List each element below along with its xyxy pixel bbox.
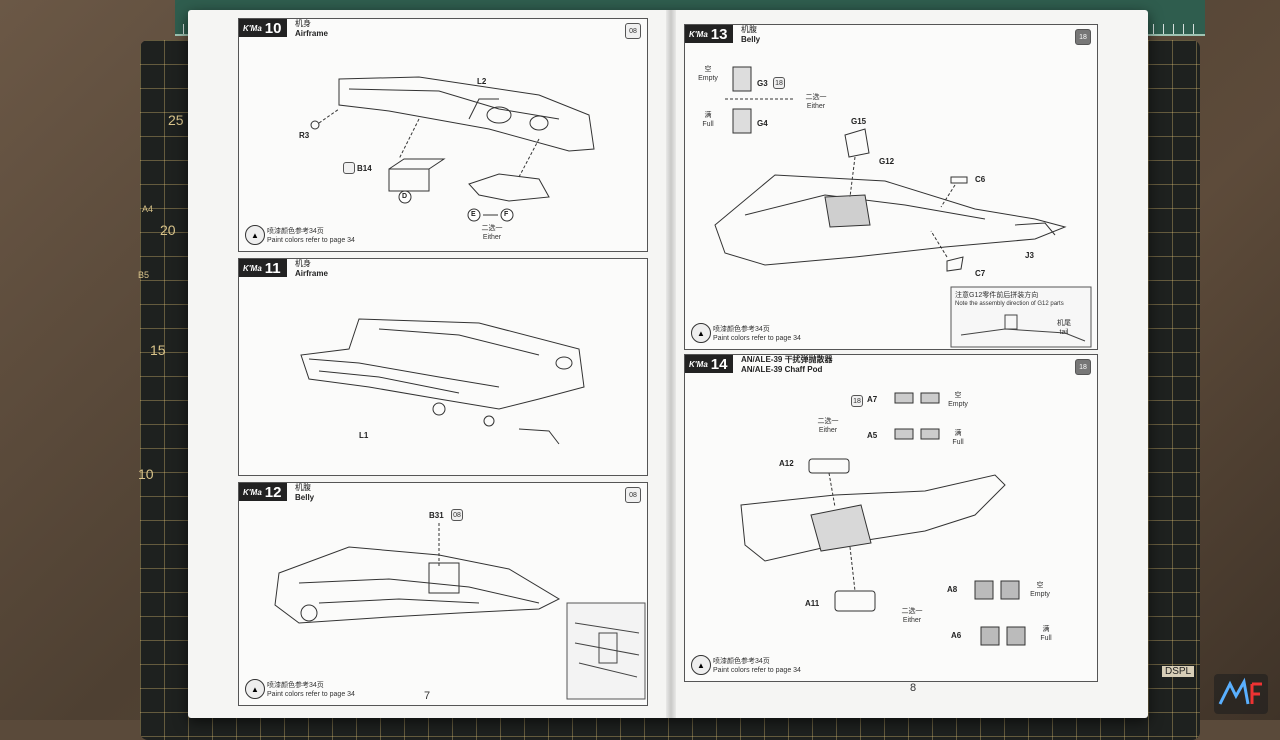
either-note: 二选一 Either xyxy=(805,94,827,110)
paint-icon: ▲ xyxy=(245,225,265,245)
mat-label: DSPL xyxy=(1162,666,1195,677)
belly-drawing xyxy=(274,523,646,700)
paint-note: 喷漆颜色参考34页 Paint colors refer to page 34 xyxy=(713,326,801,342)
mat-number: 10 xyxy=(138,466,154,482)
part-code-box: 18 xyxy=(851,395,863,407)
part-label: E xyxy=(471,211,476,218)
full-label: 满 Full xyxy=(952,430,964,446)
either-note: 二选一 Either xyxy=(901,608,923,624)
full-label: 满 Full xyxy=(702,112,714,128)
booklet-spine xyxy=(666,10,676,718)
empty-label: 空 Empty xyxy=(948,392,968,408)
part-label: R3 xyxy=(299,131,310,140)
belly-drawing xyxy=(714,66,1092,348)
mat-number: 15 xyxy=(150,342,166,358)
part-label: G3 xyxy=(757,79,768,88)
assembly-note: 注意G12零件前后拼装方向 Note the assembly directio… xyxy=(955,292,1064,307)
step-code: 08 xyxy=(625,487,641,503)
empty-label: 空 Empty xyxy=(698,66,718,82)
mat-number: 25 xyxy=(168,112,184,128)
full-label: 满 Full xyxy=(1040,626,1052,642)
mat-number: B5 xyxy=(138,270,150,280)
page-number: 7 xyxy=(424,690,431,702)
paint-icon: ▲ xyxy=(245,679,265,699)
part-label: A12 xyxy=(779,459,794,468)
part-label: B31 xyxy=(429,511,444,520)
part-label: D xyxy=(402,193,408,200)
mat-number: A4 xyxy=(142,204,154,214)
page-number: 8 xyxy=(910,682,917,694)
airframe-drawing xyxy=(300,318,585,445)
part-label: G4 xyxy=(757,119,768,128)
part-label: G12 xyxy=(879,157,895,166)
tail-label: 机尾 tail xyxy=(1057,320,1071,336)
step-code: 18 xyxy=(1075,359,1091,375)
part-label: J3 xyxy=(1025,251,1034,260)
part-code-box: 08 xyxy=(451,509,463,521)
part-label: B14 xyxy=(357,164,372,173)
paint-note: 喷漆颜色参考34页 Paint colors refer to page 34 xyxy=(713,658,801,674)
part-label: G15 xyxy=(851,117,867,126)
paint-note: 喷漆颜色参考34页 Paint colors refer to page 34 xyxy=(267,682,355,698)
part-label: A11 xyxy=(805,599,820,608)
airframe-drawing xyxy=(310,76,595,222)
part-code-box xyxy=(343,162,355,174)
step-code: 08 xyxy=(625,23,641,39)
step-title: AN/ALE-39 干扰弹抛散器 AN/ALE-39 Chaff Pod xyxy=(741,355,833,374)
either-note: 二选一 Either xyxy=(817,418,839,434)
mat-number: 20 xyxy=(160,222,176,238)
step-title: 机身 Airframe xyxy=(295,259,328,278)
part-label: F xyxy=(504,211,509,218)
part-label: L1 xyxy=(359,431,369,440)
either-note: 二选一 Either xyxy=(481,225,503,241)
step-title: 机腹 Belly xyxy=(741,25,761,44)
watermark-logo xyxy=(1214,674,1268,714)
part-label: A7 xyxy=(867,395,878,404)
step-code: 18 xyxy=(1075,29,1091,45)
part-label: L2 xyxy=(477,77,487,86)
paint-note: 喷漆颜色参考34页 Paint colors refer to page 34 xyxy=(267,228,355,244)
chaff-pod-drawing xyxy=(740,392,1026,646)
part-label: A5 xyxy=(867,431,878,440)
part-label: C7 xyxy=(975,269,986,278)
part-code-box: 18 xyxy=(773,77,785,89)
part-label: A8 xyxy=(947,585,958,594)
empty-label: 空 Empty xyxy=(1030,582,1050,598)
paint-icon: ▲ xyxy=(691,323,711,343)
step-title: 机腹 Belly xyxy=(295,483,315,502)
part-label: C6 xyxy=(975,175,986,184)
paint-icon: ▲ xyxy=(691,655,711,675)
part-label: A6 xyxy=(951,631,962,640)
step-title: 机身 Airframe xyxy=(295,19,328,38)
